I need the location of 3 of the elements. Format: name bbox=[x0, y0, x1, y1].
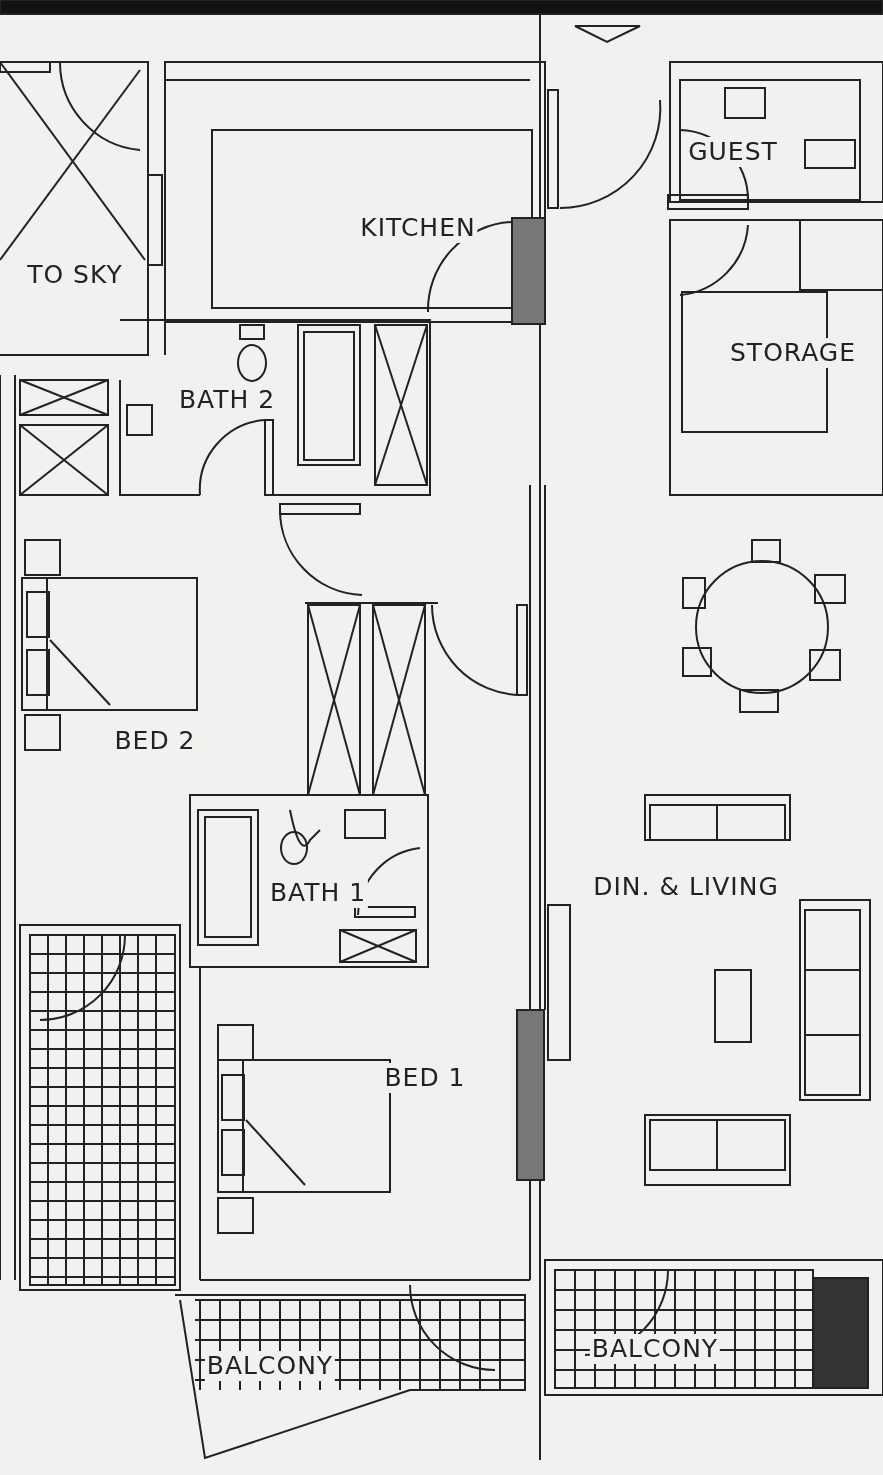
room-label: GUEST bbox=[686, 137, 780, 167]
room-label: BALCONY bbox=[589, 1334, 721, 1364]
room-label: BALCONY bbox=[204, 1351, 336, 1381]
